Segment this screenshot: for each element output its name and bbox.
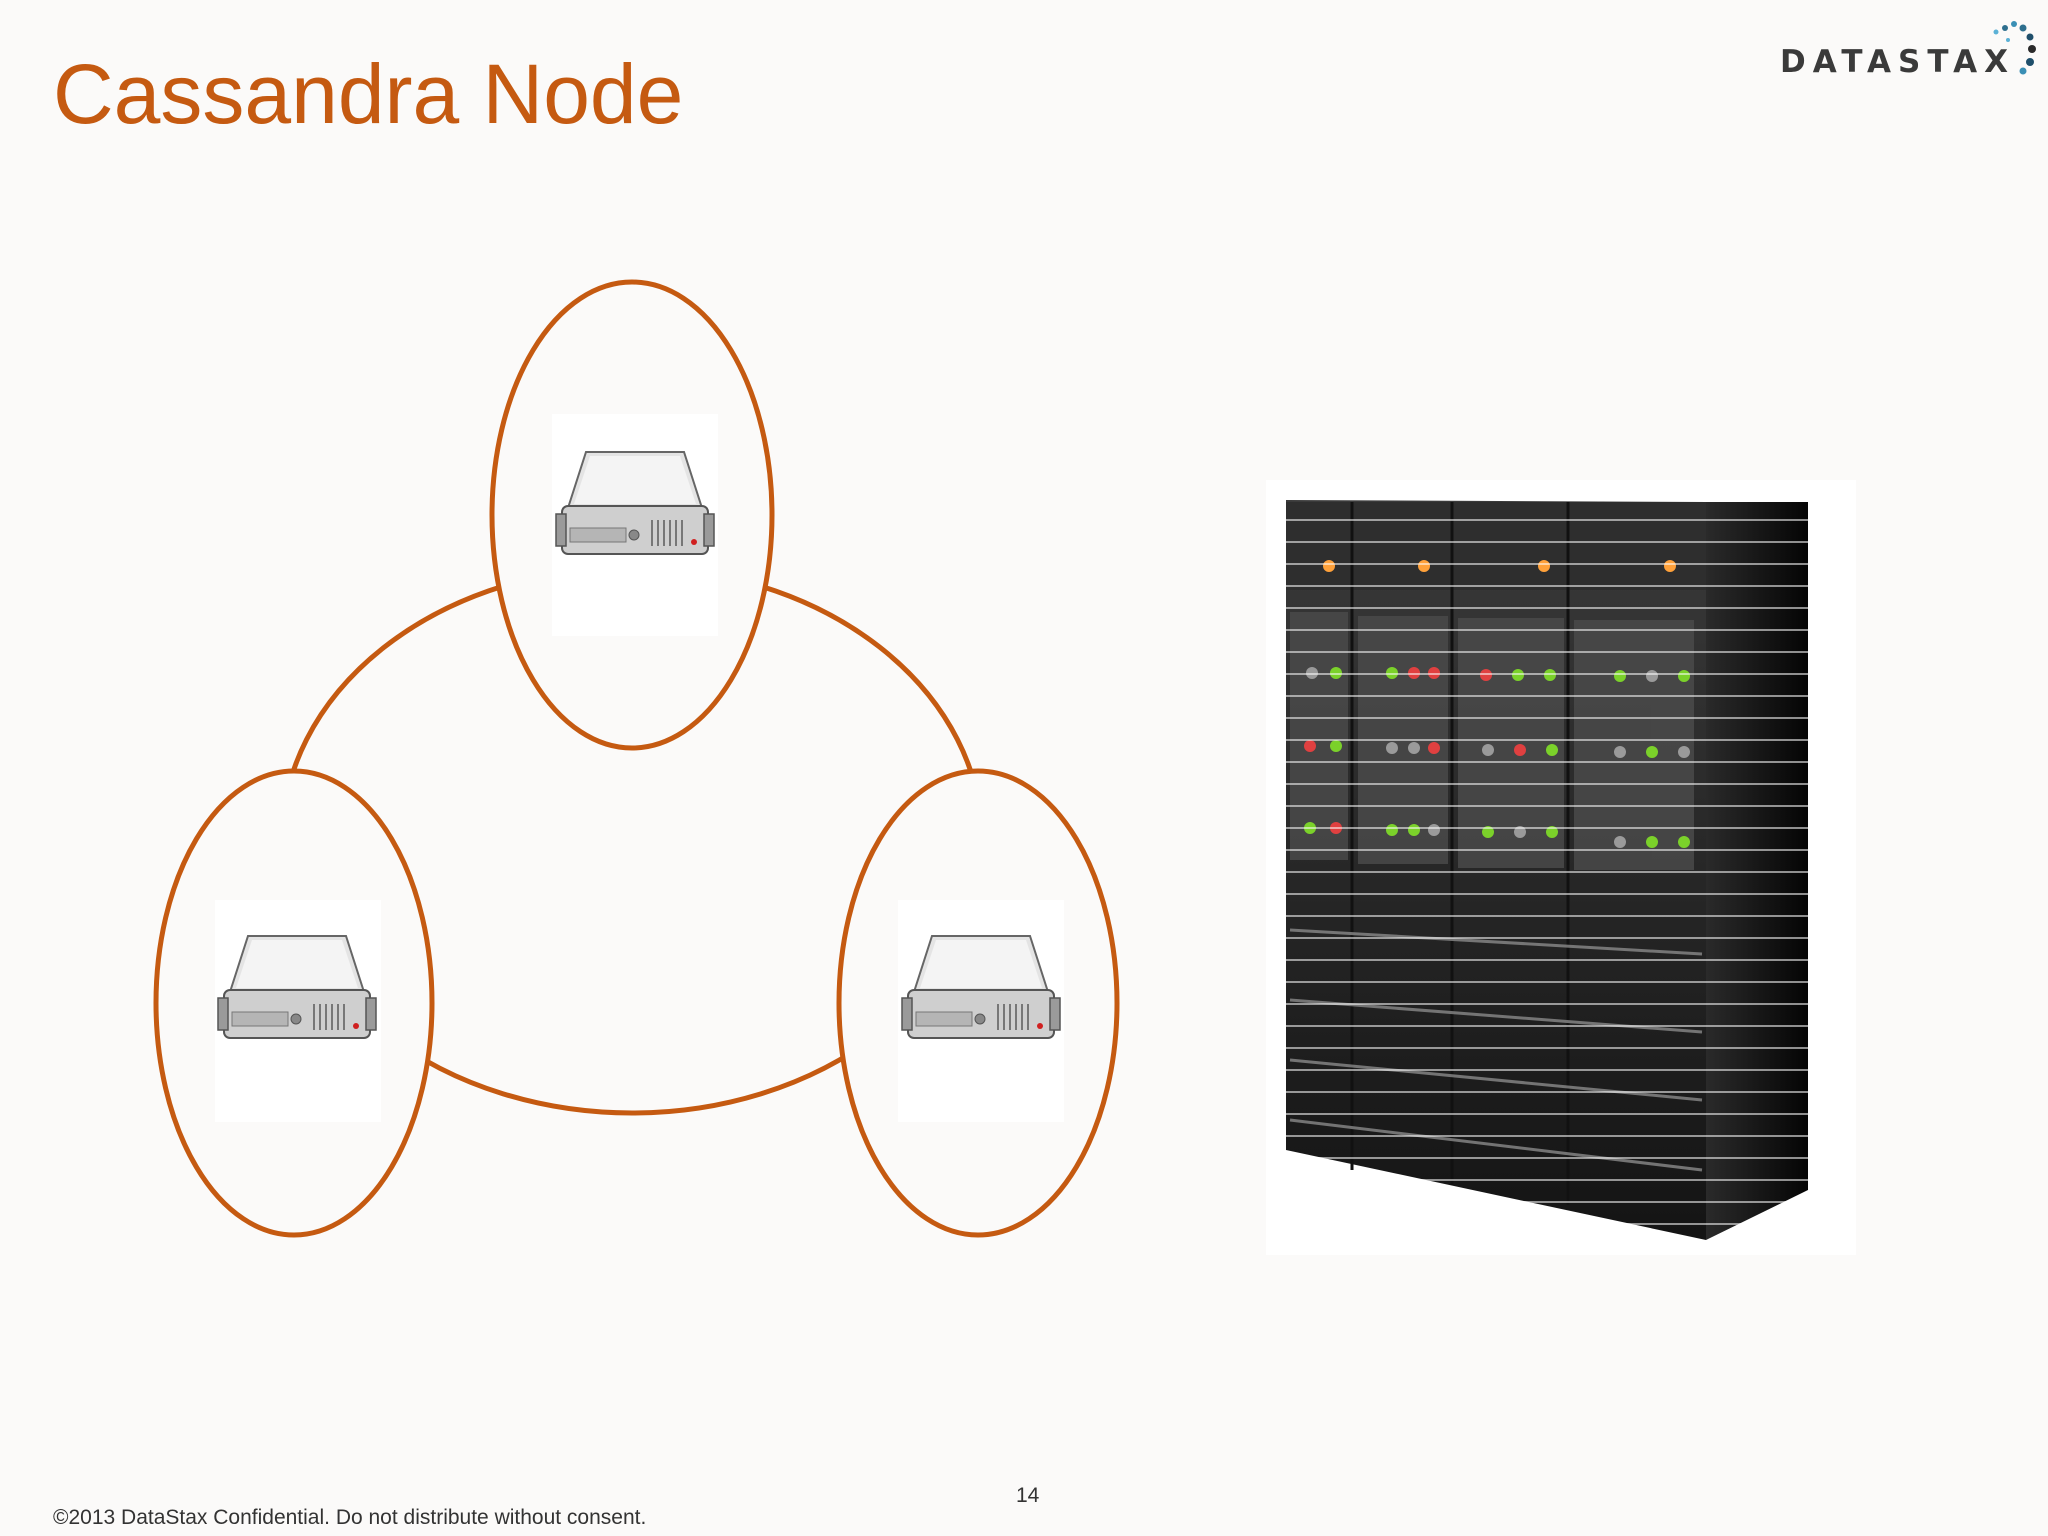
server-icon — [901, 935, 1061, 1039]
node-top — [489, 279, 775, 751]
page-number: 14 — [1016, 1484, 1040, 1507]
slide-title: Cassandra Node — [53, 47, 684, 141]
datastax-dots-icon — [1993, 21, 2036, 75]
node-bottom-left — [153, 768, 435, 1238]
cluster-diagram — [153, 279, 1120, 1238]
server-rack-image — [1266, 480, 1856, 1255]
server-icon — [555, 451, 715, 555]
node-bottom-right — [836, 768, 1120, 1238]
datastax-wordmark: DATASTAX — [1780, 44, 2016, 80]
datastax-logo: DATASTAX — [1780, 18, 2040, 88]
server-icon — [217, 935, 377, 1039]
footer-copyright: ©2013 DataStax Confidential. Do not dist… — [53, 1506, 647, 1529]
